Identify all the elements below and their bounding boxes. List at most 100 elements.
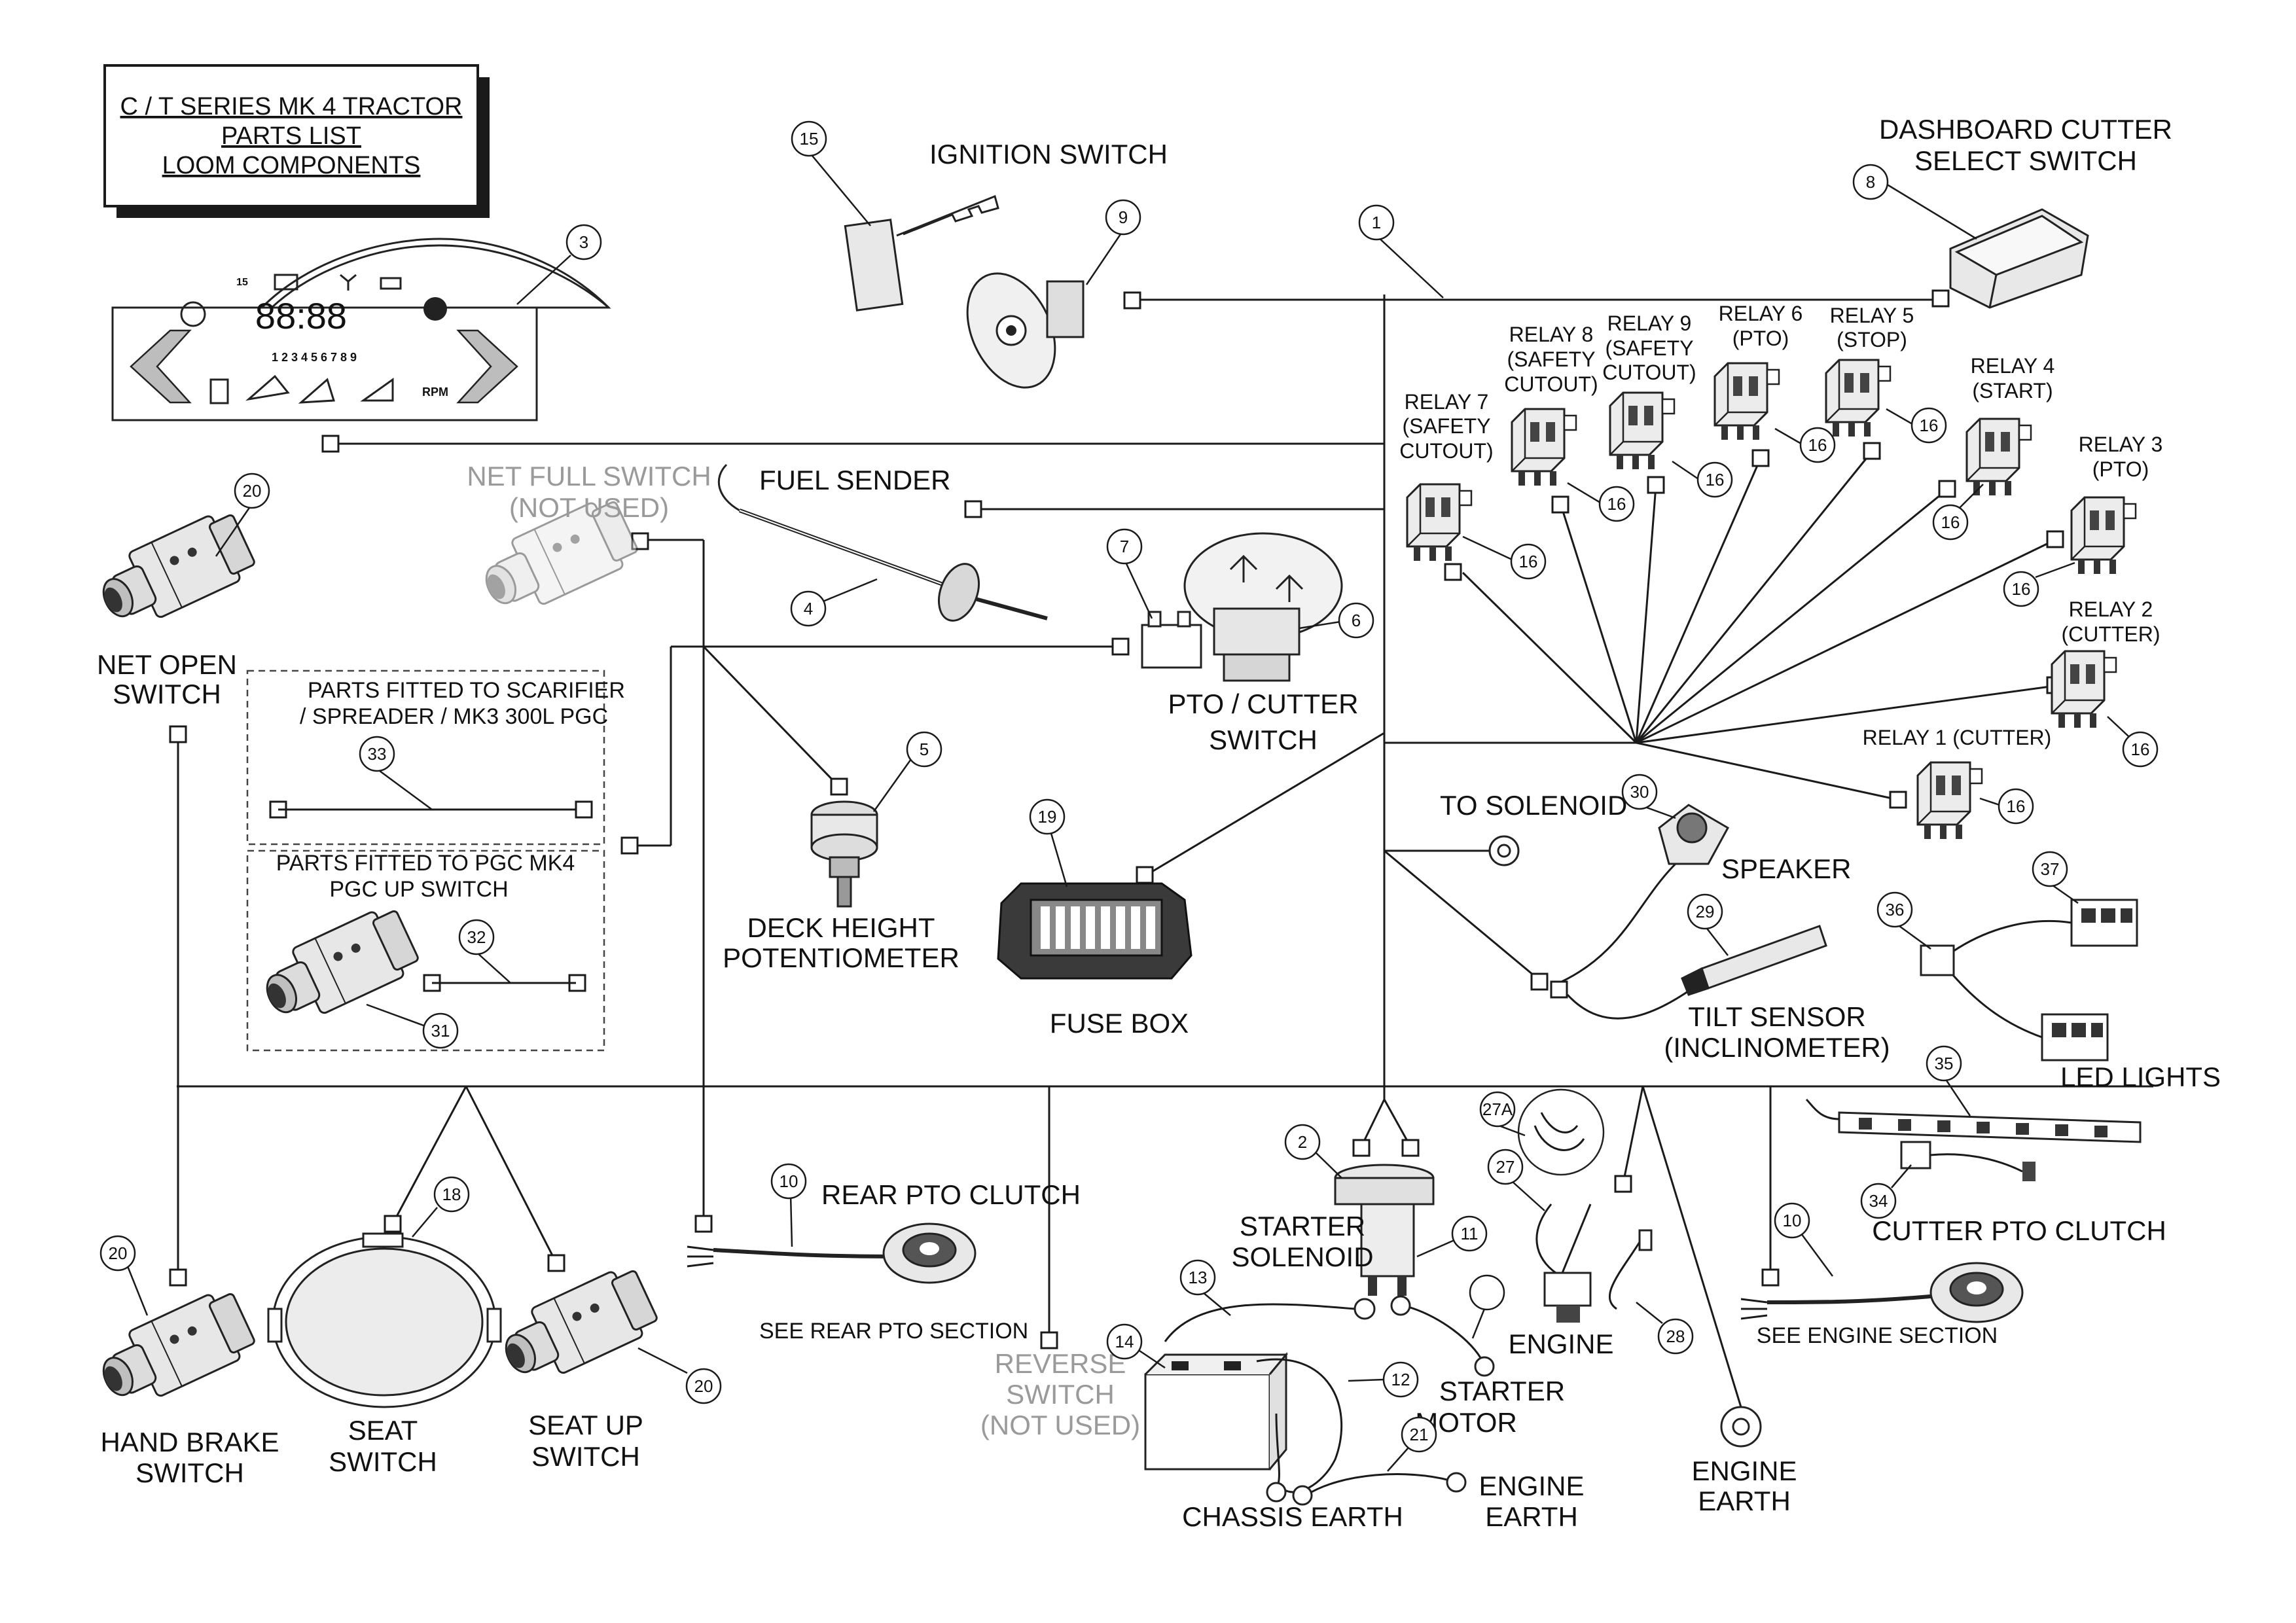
relay2-l2: (CUTTER) xyxy=(2061,622,2160,646)
balloon-33: 33 xyxy=(368,744,387,764)
balloon-20-net-open: 20 xyxy=(243,481,262,501)
dashboard-digits: 1 2 3 4 5 6 7 8 9 xyxy=(272,351,357,364)
rear-pto-label: REAR PTO CLUTCH xyxy=(821,1179,1081,1210)
pto-cutter-label-2: SWITCH xyxy=(1209,724,1318,755)
balloon-37: 37 xyxy=(2041,859,2060,879)
balloon-13: 13 xyxy=(1189,1268,1208,1287)
starter-solenoid xyxy=(1334,1164,1435,1296)
balloon-28: 28 xyxy=(1666,1327,1685,1346)
chassis-earth-label: CHASSIS EARTH xyxy=(1182,1501,1403,1532)
relay5-l1: RELAY 5 xyxy=(1830,304,1914,327)
seat-up-label-2: SWITCH xyxy=(531,1441,640,1472)
balloon-16-r4: 16 xyxy=(1941,512,1960,532)
tilt-sensor-label-2: (INCLINOMETER) xyxy=(1664,1032,1890,1063)
hand-brake-label-1: HAND BRAKE xyxy=(100,1427,279,1457)
pgc-label-2: PGC UP SWITCH xyxy=(329,877,508,902)
title-block: C / T SERIES MK 4 TRACTOR PARTS LIST LOO… xyxy=(103,64,490,218)
balloon-20-seat-up: 20 xyxy=(694,1376,713,1396)
balloon-11: 11 xyxy=(1461,1224,1479,1243)
balloon-19: 19 xyxy=(1038,807,1057,827)
starter-motor-label-1: STARTER xyxy=(1439,1376,1565,1406)
warning-icon xyxy=(180,301,206,327)
pto-cutter-switch xyxy=(1183,532,1343,682)
balloon-29: 29 xyxy=(1696,902,1715,921)
relay5-l2: (STOP) xyxy=(1837,328,1907,351)
dashboard-badge: 15 xyxy=(236,277,248,288)
ignition-switch xyxy=(966,272,1085,389)
chassis-earth-cable xyxy=(1266,1413,1287,1503)
engine-icon xyxy=(380,277,402,290)
balloon-7: 7 xyxy=(1120,537,1129,556)
relay-6 xyxy=(1713,362,1780,441)
relay8-l1: RELAY 8 xyxy=(1509,323,1594,346)
title-line-2: PARTS LIST xyxy=(221,122,361,150)
dashboard-cutter-label-2: SELECT SWITCH xyxy=(1914,145,2137,176)
engine-earth-terminal xyxy=(1720,1406,1762,1448)
balloon-16-r3: 16 xyxy=(2012,579,2031,599)
led-lights-label: LED LIGHTS xyxy=(2060,1061,2221,1092)
ignition-switch-label: IGNITION SWITCH xyxy=(929,139,1168,169)
relay9-l1: RELAY 9 xyxy=(1607,312,1692,335)
relay-4 xyxy=(1965,418,2032,497)
scarifier-group-box xyxy=(246,669,605,846)
battery-cable-13 xyxy=(1164,1298,1376,1342)
balloon-27a: 27A xyxy=(1482,1099,1513,1119)
cutter-pto-clutch xyxy=(1740,1262,2024,1323)
relay-2 xyxy=(2051,650,2117,729)
relay8-l2: (SAFETY xyxy=(1507,348,1595,371)
balloon-32: 32 xyxy=(467,927,486,947)
relay-5 xyxy=(1825,359,1892,438)
balloon-16-r8: 16 xyxy=(1607,494,1626,514)
relay7-l3: CUTOUT) xyxy=(1399,439,1493,463)
connectors xyxy=(169,289,2064,1349)
tilt-icon xyxy=(298,378,336,404)
relay4-l1: RELAY 4 xyxy=(1971,354,2055,378)
deck-height-label-1: DECK HEIGHT xyxy=(747,912,935,943)
scarifier-label-2: / SPREADER / MK3 300L PGC xyxy=(300,704,608,729)
led-connector xyxy=(1920,944,1955,976)
seat-switch xyxy=(267,1232,502,1408)
net-open-label-2: SWITCH xyxy=(113,679,221,709)
reverse-label-2: SWITCH xyxy=(1006,1379,1115,1410)
balloons: 15 9 1 8 3 20 4 7 6 5 33 32 31 19 16 16 … xyxy=(99,120,2159,1472)
speaker-label: SPEAKER xyxy=(1721,853,1851,884)
balloon-12: 12 xyxy=(1391,1370,1410,1389)
balloon-3: 3 xyxy=(579,232,588,252)
title-line-1: C / T SERIES MK 4 TRACTOR xyxy=(120,93,463,120)
fuel-sender-label: FUEL SENDER xyxy=(759,465,951,495)
relay2-l1: RELAY 2 xyxy=(2069,597,2153,621)
net-full-label-1: NET FULL SWITCH xyxy=(467,461,711,491)
rear-pto-clutch xyxy=(687,1222,977,1284)
reverse-label-3: (NOT USED) xyxy=(980,1410,1140,1440)
see-rear-pto-section: SEE REAR PTO SECTION xyxy=(759,1319,1028,1344)
balloon-14: 14 xyxy=(1115,1332,1134,1351)
relay-1 xyxy=(1916,761,1983,840)
engine-earth-cable-21 xyxy=(1292,1472,1467,1506)
ignition-key xyxy=(844,194,999,312)
relay4-l2: (START) xyxy=(1972,379,2053,402)
balloon-21: 21 xyxy=(1410,1425,1429,1444)
balloon-36: 36 xyxy=(1886,900,1905,919)
right-arrow-icon xyxy=(456,329,518,404)
deck-icon xyxy=(245,374,290,401)
fan-icon xyxy=(340,274,357,291)
balloon-2: 2 xyxy=(1298,1132,1307,1152)
relay-8 xyxy=(1511,408,1577,487)
balloon-1: 1 xyxy=(1372,213,1381,232)
balloon-16-r9: 16 xyxy=(1706,470,1725,490)
ramp-icon xyxy=(360,378,394,402)
relay9-l2: (SAFETY xyxy=(1605,336,1693,360)
seat-label-1: SEAT xyxy=(348,1415,418,1446)
pto-connector xyxy=(1141,611,1202,669)
scarifier-label-1: PARTS FITTED TO SCARIFIER xyxy=(308,678,625,703)
led-strip xyxy=(1805,1098,2142,1143)
solenoid-ring-terminal xyxy=(1488,835,1520,866)
engine-label: ENGINE xyxy=(1508,1329,1613,1359)
reverse-label-1: REVERSE xyxy=(995,1348,1126,1379)
relay9-l3: CUTOUT) xyxy=(1602,361,1696,384)
relay-7 xyxy=(1406,483,1473,562)
balloon-34: 34 xyxy=(1869,1191,1888,1211)
hand-brake-switch xyxy=(90,1284,260,1416)
balloon-30: 30 xyxy=(1630,782,1649,802)
